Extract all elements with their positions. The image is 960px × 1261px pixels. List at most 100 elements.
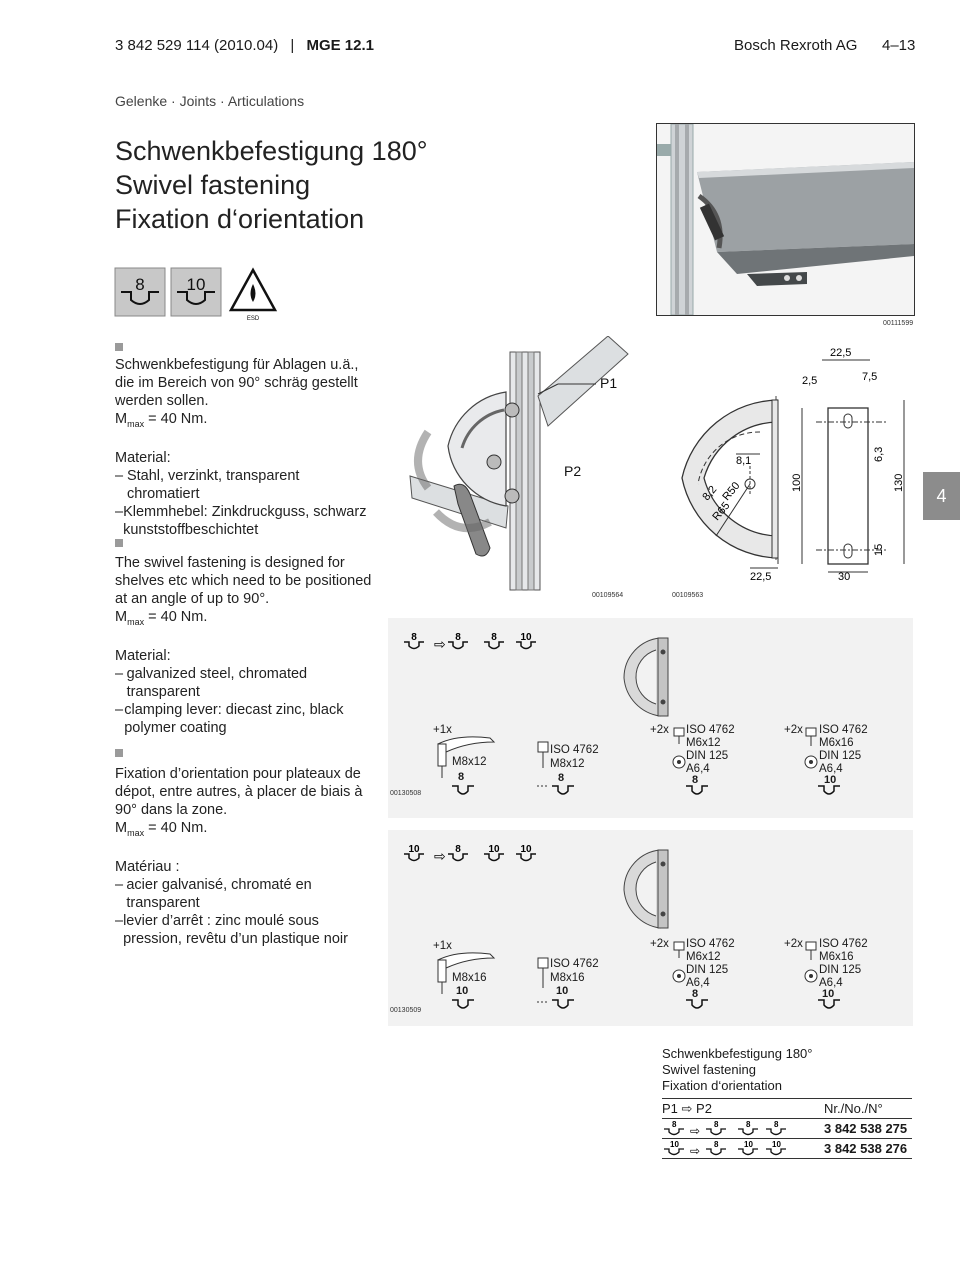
mmax-fr: Mmax = 40 Nm. xyxy=(115,819,375,842)
esd-label: ESD xyxy=(247,316,260,322)
parts-10-kit1-list: ISO 4762 M6x12 DIN 125 A6,4 xyxy=(686,938,735,990)
parts-10-kit2-list: ISO 4762 M6x16 DIN 125 A6,4 xyxy=(819,938,868,990)
parts-10-kit1-line-3: A6,4 xyxy=(686,977,710,989)
parts-10-kit1-line-0: ISO 4762 xyxy=(686,938,735,950)
profile-8-label: 8 xyxy=(135,275,144,294)
parts-8-kit1-profile: 8 xyxy=(692,774,699,786)
parts-8-bracket-image xyxy=(623,637,669,717)
parts-10-kit2-line-0: ISO 4762 xyxy=(819,938,868,950)
doc-number: 3 842 529 114 (2010.04) xyxy=(115,37,279,54)
mmax-fr-symbol: M xyxy=(115,820,128,836)
parts-8-kit2-profile-icon xyxy=(818,785,840,795)
parts-8-kit1-line-1: M6x12 xyxy=(686,737,721,749)
dim-22-5-bottom: 22,5 xyxy=(750,571,771,583)
parts-8-profile-2: 8 xyxy=(491,632,497,643)
profile-icons: 8 10 ESD xyxy=(113,266,283,327)
dimension-drawing-id: 00109563 xyxy=(672,592,704,599)
text-fr: Fixation d’orientation pour plateaux de … xyxy=(115,765,375,948)
order-row-2-p2a: 8 xyxy=(714,1140,719,1149)
order-row-1-p2b: 8 xyxy=(746,1120,751,1129)
order-row-1-p2c: 8 xyxy=(774,1120,779,1129)
dimension-drawing-svg: 8,1 8,2 R50 R65 22,5 100 130 6,3 15 22,5… xyxy=(681,347,905,583)
parts-8-kit2-line-3: A6,4 xyxy=(819,763,843,775)
parts-8-screw-icon xyxy=(537,741,549,787)
parts-8-kit1-profile-icon xyxy=(686,785,708,795)
svg-text:⇨: ⇨ xyxy=(690,1144,700,1158)
parts-10-profile-icon-1 xyxy=(448,853,468,862)
mmax-de-sub: max xyxy=(127,418,145,429)
parts-10-lever-thread: M8x16 xyxy=(452,972,487,984)
order-row-1-number: 3 842 538 275 xyxy=(824,1121,908,1136)
parts-10-kit2-qty: +2x xyxy=(784,938,803,950)
doc-code: MGE 12.1 xyxy=(306,37,374,54)
parts-8-kit1-line-2: DIN 125 xyxy=(686,750,729,762)
mmax-en: Mmax = 40 Nm. xyxy=(115,608,375,631)
mmax-de: Mmax = 40 Nm. xyxy=(115,410,375,433)
parts-10-profile-0: 10 xyxy=(408,844,420,855)
parts-10-profile-3: 10 xyxy=(520,844,532,855)
order-title-en: Swivel fastening xyxy=(662,1062,756,1077)
esd-hand-icon xyxy=(250,284,256,302)
order-row-2-p1: 10 xyxy=(670,1140,679,1149)
bullet-en xyxy=(115,539,123,547)
parts-panel-8: 8 ⇨ 8 8 10 +1x M8x12 8 ISO 4762 M8x12 8 … xyxy=(388,618,913,818)
parts-8-lever-icon xyxy=(437,736,496,778)
material-item-fr-2: –levier d’arrêt : zinc moulé sous pressi… xyxy=(115,912,375,948)
parts-10-profile-icon-0 xyxy=(404,853,424,862)
intro-fr: Fixation d’orientation pour plateaux de … xyxy=(115,766,363,818)
parts-10-kit1-profile-icon xyxy=(686,999,708,1009)
title-fr: Fixation d‘orientation xyxy=(115,204,365,234)
profile-10-label: 10 xyxy=(187,275,206,294)
order-row-2-number: 3 842 538 276 xyxy=(824,1141,908,1156)
parts-10-screw-profile-icon xyxy=(552,999,574,1009)
order-table: P1 ⇨ P2 Nr./No./N° 8 ⇨ 8 8 8 3 842 538 2… xyxy=(662,1098,912,1159)
parts-10-kit2-line-3: A6,4 xyxy=(819,977,843,989)
parts-10-lever-size: 10 xyxy=(456,985,469,997)
parts-8-kit2-icons xyxy=(804,727,818,769)
material-item-en-2: –clamping lever: diecast zinc, black pol… xyxy=(115,701,375,737)
dim-100: 100 xyxy=(791,474,803,492)
parts-8-profile-1: 8 xyxy=(455,632,461,643)
dim-7-5: 7,5 xyxy=(862,371,877,383)
parts-10-kit2-icons xyxy=(804,941,818,983)
dim-15: 15 xyxy=(873,544,885,556)
parts-8-id: 00130508 xyxy=(390,790,422,797)
order-title-fr: Fixation d‘orientation xyxy=(662,1078,782,1093)
assembly-drawing-id: 00109564 xyxy=(592,592,624,599)
parts-10-kit1-profile: 8 xyxy=(692,988,699,1000)
order-row-1-p2a: 8 xyxy=(714,1120,719,1129)
material-label-en: Material: xyxy=(115,647,171,664)
page-title: Schwenkbefestigung 180° Swivel fastening… xyxy=(115,134,428,236)
parts-8-kit2-qty: +2x xyxy=(784,724,803,736)
parts-8-profile-row: 8 ⇨ 8 8 10 xyxy=(404,632,536,653)
parts-10-profile-2: 10 xyxy=(488,844,500,855)
mmax-en-value: = 40 Nm. xyxy=(144,609,208,625)
material-en-1: galvanized steel, chromated transparent xyxy=(126,665,308,700)
company-name: Bosch Rexroth AG xyxy=(734,37,858,54)
parts-10-kit1-line-1: M6x12 xyxy=(686,951,721,963)
parts-10-kit1-icons xyxy=(672,941,686,983)
parts-8-arrow: ⇨ xyxy=(434,637,446,653)
parts-8-screw-std: ISO 4762 xyxy=(550,744,599,756)
dim-30: 30 xyxy=(838,571,850,583)
category-breadcrumb: Gelenke · Joints · Articulations xyxy=(115,93,305,109)
intro-de: Schwenkbefestigung für Ablagen u.ä., die… xyxy=(115,357,359,409)
parts-8-kit1-icons xyxy=(672,727,686,769)
parts-8-screw-profile: 8 xyxy=(558,772,565,784)
bullet-fr xyxy=(115,749,123,757)
material-de-1: Stahl, verzinkt, transparent chromatiert xyxy=(126,467,300,502)
mmax-fr-value: = 40 Nm. xyxy=(144,820,208,836)
material-item-de-1: –Stahl, verzinkt, transparent chromatier… xyxy=(115,467,375,503)
parts-8-profile-icon-1 xyxy=(448,641,468,650)
parts-10-profile-icon-3 xyxy=(516,853,536,862)
parts-8-kit2-line-1: M6x16 xyxy=(819,737,854,749)
parts-10-bracket-image xyxy=(623,849,669,929)
mmax-en-sub: max xyxy=(127,616,145,627)
order-row-1-symbols: 8 ⇨ 8 8 8 xyxy=(664,1120,786,1138)
parts-10-profile-icon-2 xyxy=(484,853,504,862)
parts-10-kit2-line-1: M6x16 xyxy=(819,951,854,963)
material-de-2: Klemmhebel: Zinkdruckguss, schwarz kunst… xyxy=(123,503,367,538)
svg-text:⇨: ⇨ xyxy=(690,1124,700,1138)
parts-10-screw-size: M8x16 xyxy=(550,972,585,984)
parts-8-lever-thread: M8x12 xyxy=(452,756,487,768)
